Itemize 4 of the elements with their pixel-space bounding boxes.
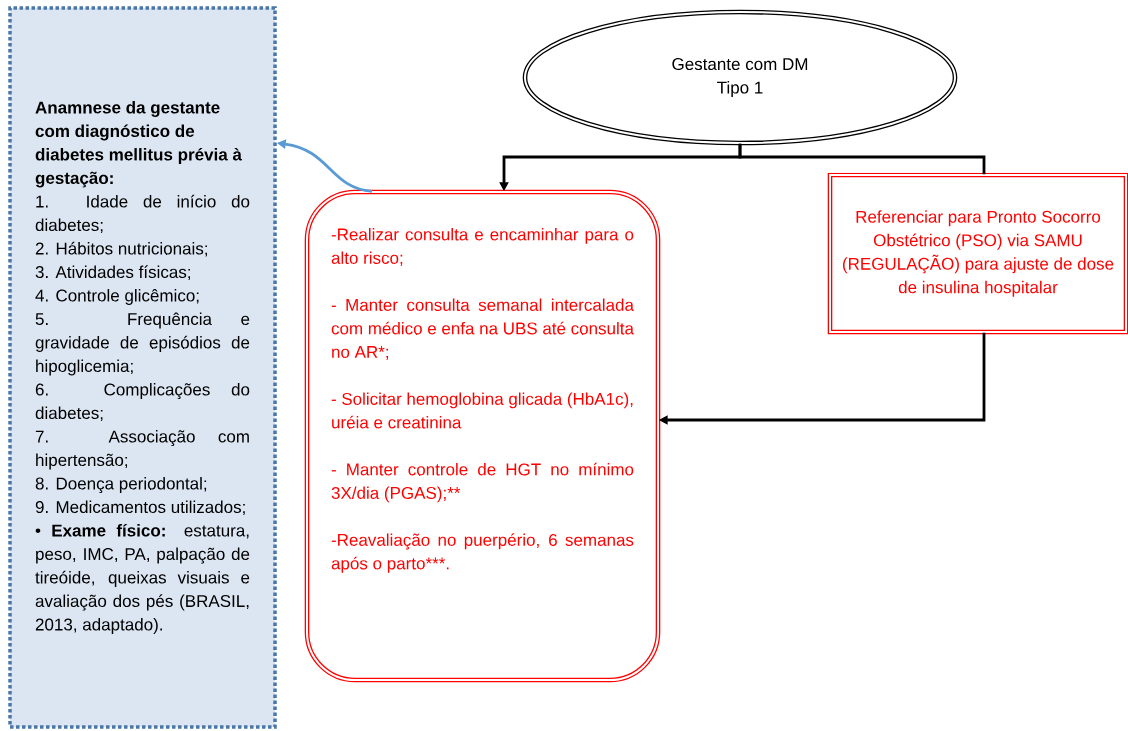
connector-line — [738, 143, 986, 175]
action-box: -Realizar consulta e encaminhar para o alto risco; - Manter consulta semanal intercalada com médico e enfa na UBS até consulta no AR*; - Solicitar hemoglobina glicada (HbA1c), uréia e creatinina - Manter controle de HGT no mínimo 3X/dia (PGAS);** -Reavaliação no puerpério, 6 semanas após o parto***. — [304, 189, 661, 683]
referral-box: Referenciar para Pronto Socorro Obstétrico (PSO) via SAMU (REGULAÇÃO) para ajuste de dose de insulina hospitalar — [827, 172, 1128, 335]
info-box: Anamnese da gestante com diagnóstico de diabetes mellitus prévia à gestação: 1. Idade de início do diabetes; 2. Hábitos nutricionais; 3. Atividades físicas; 4. Controle glicêmico; 5. Frequência e gravidade de episódios de hipoglicemia; 6. Complicações do diabetes; 7. Associação com hipertensão; 8. Doença periodontal; 9. Medicamentos utilizados; • Exame físico: estatura, peso, IMC, PA, palpação de tireóide, queixas visuais e avaliação dos pés (BRASIL, 2013, adaptado). — [8, 6, 277, 729]
